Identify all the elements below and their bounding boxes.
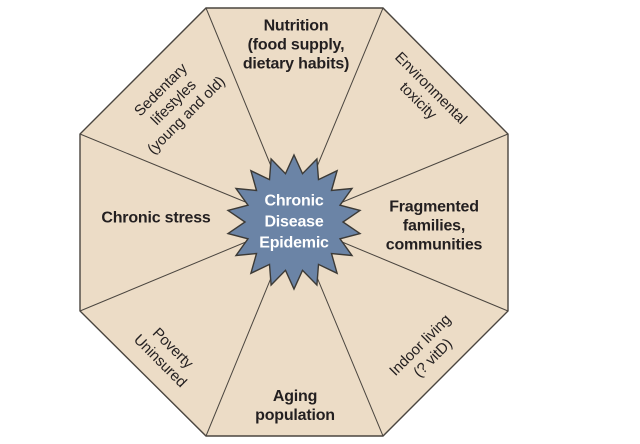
label-line: Aging bbox=[272, 388, 318, 405]
center-label-line: Chronic bbox=[264, 192, 324, 210]
label-line: population bbox=[255, 407, 335, 424]
label-line: Fragmented bbox=[389, 198, 479, 216]
label-line: communities bbox=[385, 236, 483, 254]
label-line: (food supply, bbox=[247, 36, 345, 54]
center-label-line: Epidemic bbox=[259, 234, 329, 252]
segment-label-chronic-stress: Chronic stress bbox=[101, 209, 210, 228]
segment-label-nutrition: Nutrition (food supply, dietary habits) bbox=[242, 17, 350, 74]
label-line: families, bbox=[402, 217, 466, 235]
label-line: Nutrition bbox=[263, 17, 329, 35]
segment-label-fragmented-families: Fragmented families, communities bbox=[386, 198, 483, 255]
segment-label-aging-population: Aging population bbox=[255, 387, 335, 425]
center-label-chronic-disease-epidemic: Chronic Disease Epidemic bbox=[259, 191, 329, 254]
label-line: dietary habits) bbox=[242, 55, 350, 73]
center-label-line: Disease bbox=[264, 213, 324, 231]
label-line: Chronic stress bbox=[101, 209, 211, 227]
starburst-shape bbox=[226, 153, 362, 291]
